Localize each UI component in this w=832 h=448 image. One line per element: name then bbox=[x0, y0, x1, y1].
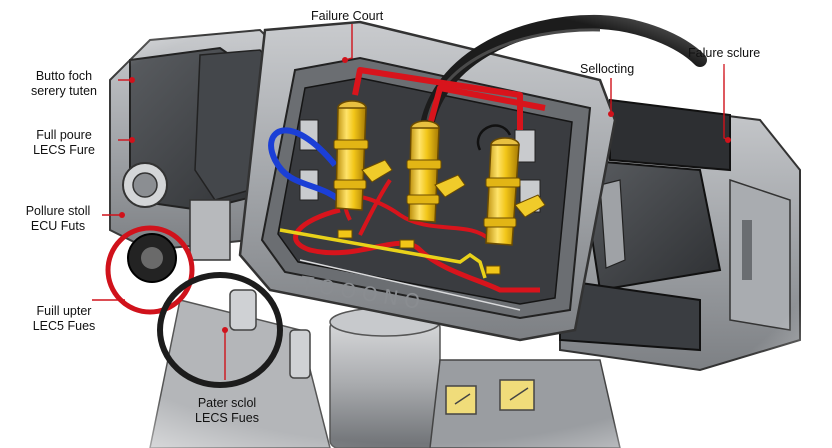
cylinder-part bbox=[329, 319, 441, 448]
label-fuill-upter: Fuill upter LEC5 Fues bbox=[32, 304, 96, 333]
label-failure-court: Failure Court bbox=[311, 9, 384, 23]
label-pollure-stoll: Pollure stoll ECU Futs bbox=[25, 204, 91, 233]
label-full-poure: Full poure LECS Fure bbox=[33, 128, 95, 157]
label-falure-sclure: Falure sclure bbox=[688, 46, 761, 60]
label-sellocting: Sellocting bbox=[580, 62, 635, 76]
label-pater-sclol: Pater sclol LECS Fues bbox=[195, 396, 259, 425]
label-butto-foch: Butto foch serery tuten bbox=[30, 69, 97, 98]
